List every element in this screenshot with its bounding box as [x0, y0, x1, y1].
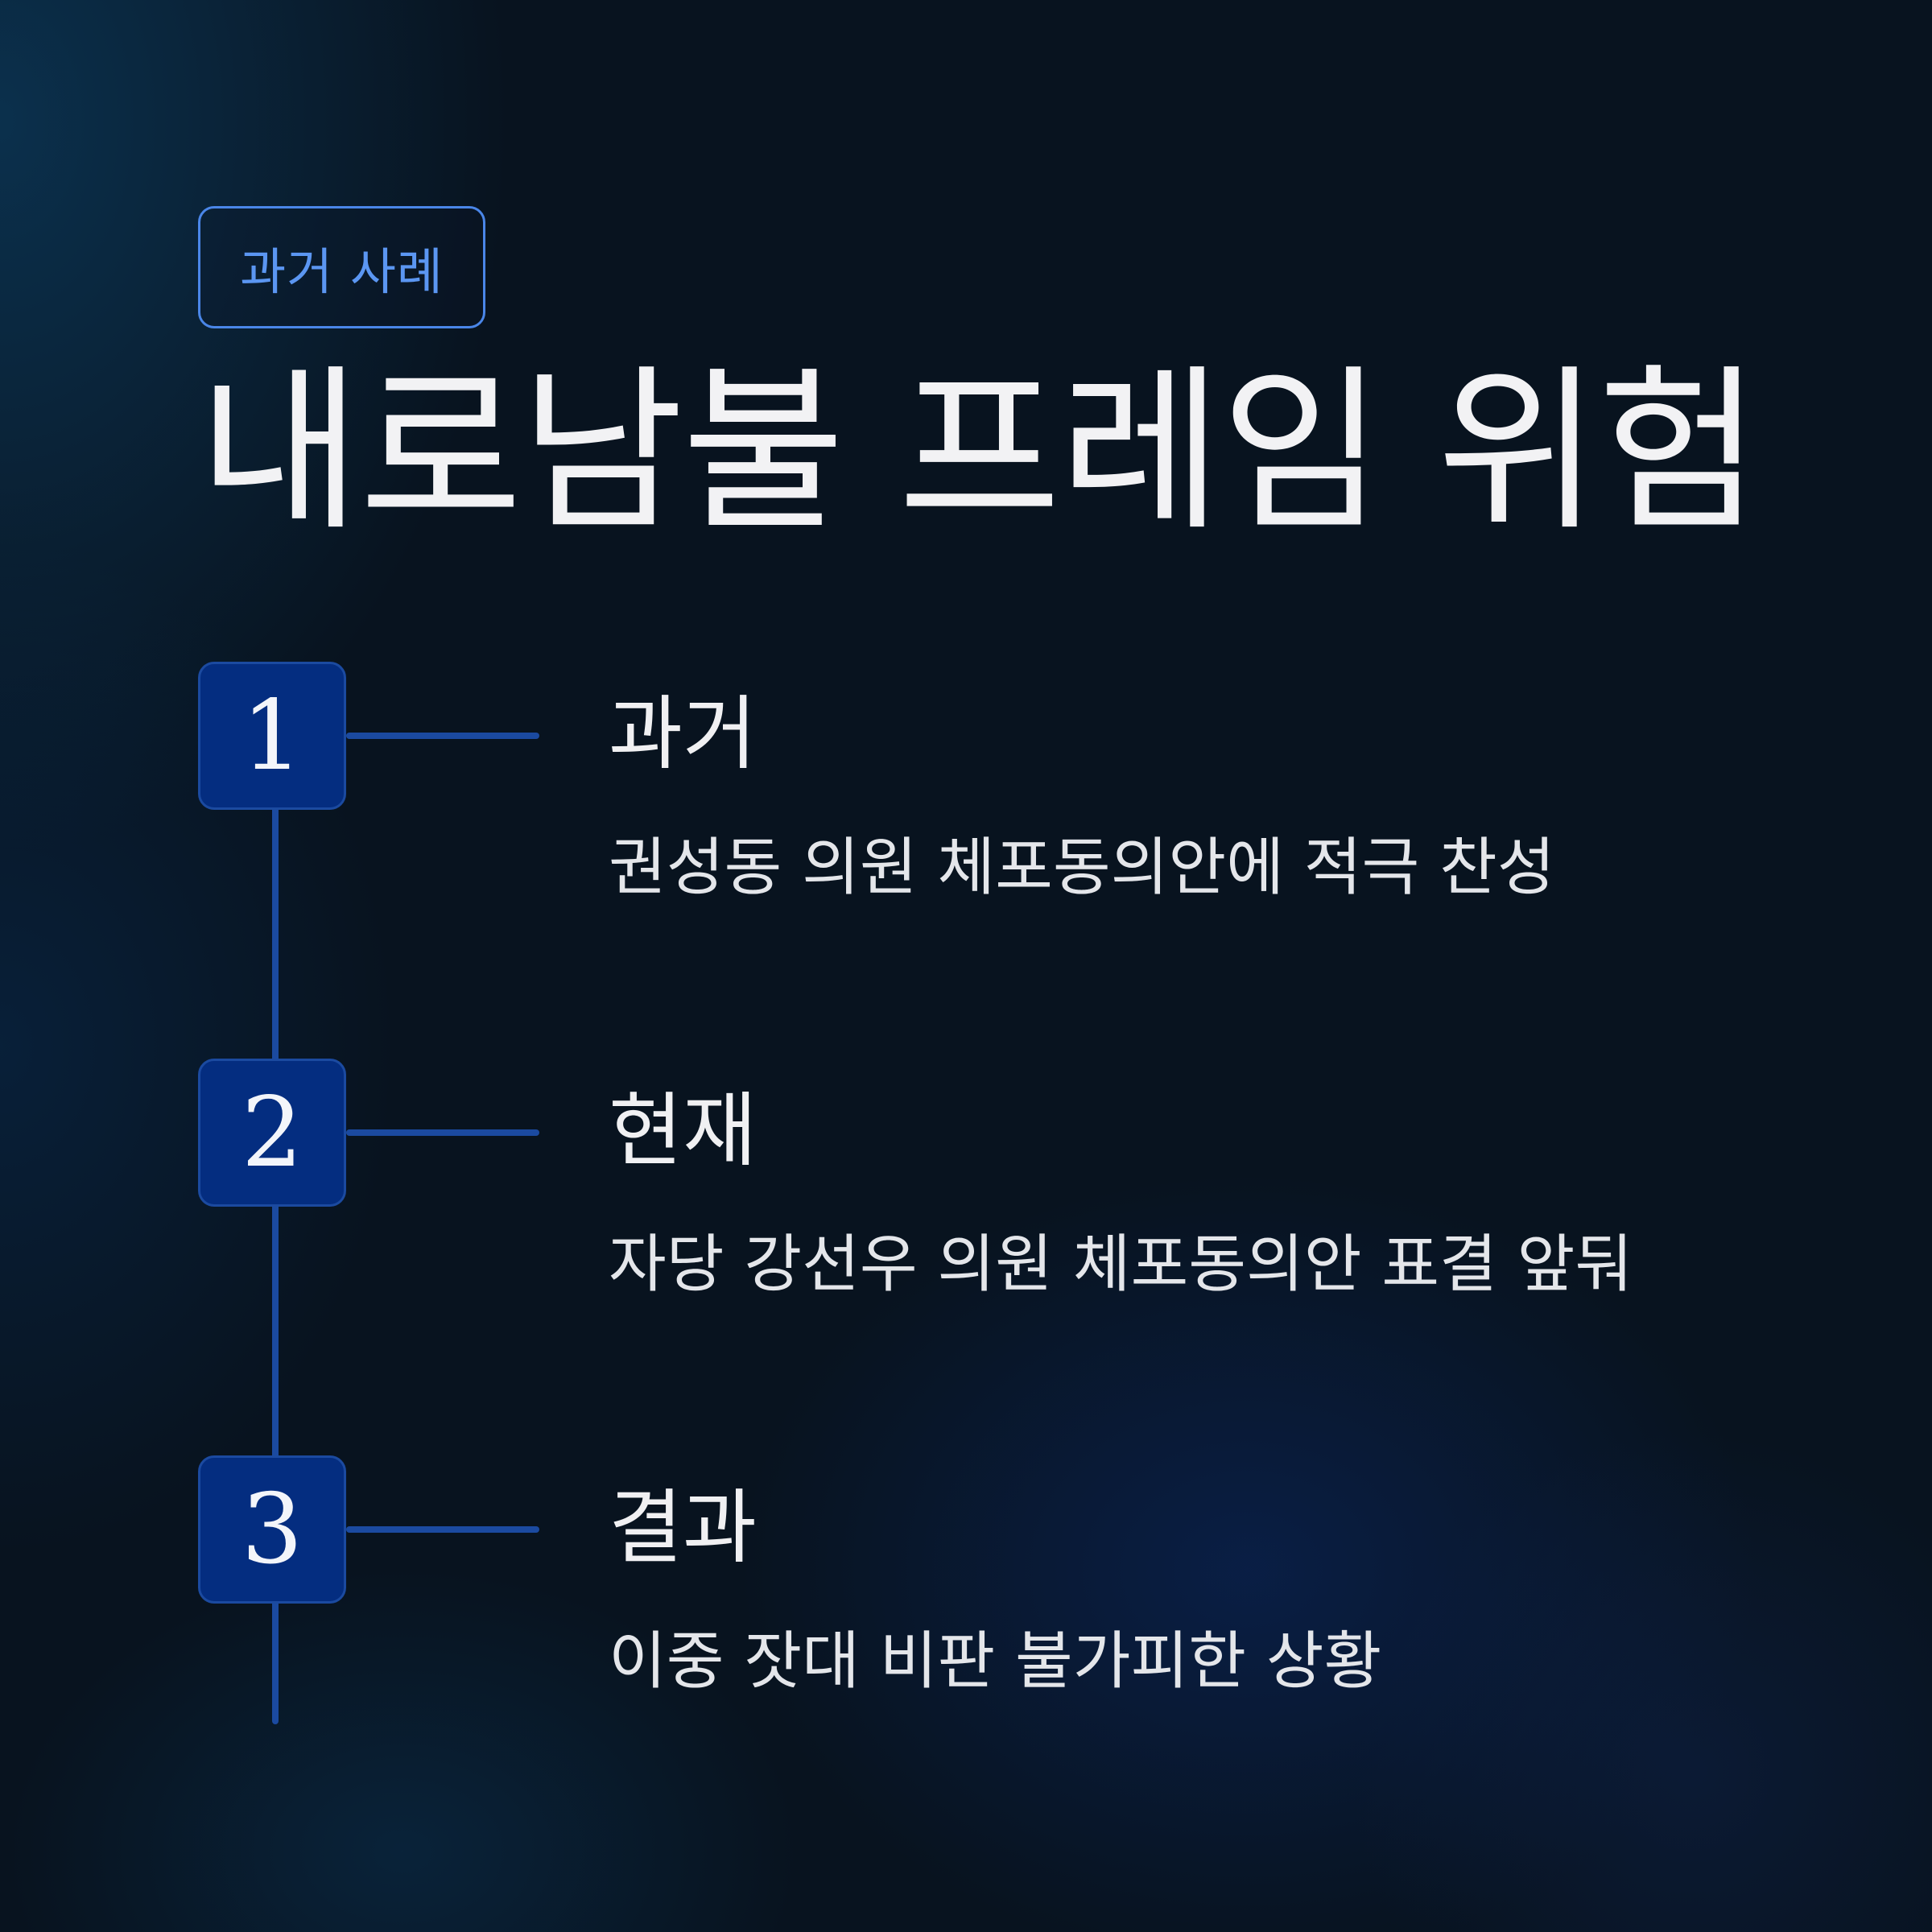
- step-number: 3: [241, 1473, 303, 1586]
- timeline-line: [272, 741, 279, 1724]
- step-number-badge: 1: [198, 662, 346, 810]
- step-description: 이중 잣대 비판 불가피한 상황: [609, 1625, 1382, 1698]
- step-description: 권성동 의원 체포동의안에 적극 찬성: [609, 832, 1555, 904]
- category-tag: 과거 사례: [198, 206, 485, 328]
- step-label: 현재: [609, 1084, 757, 1178]
- step-number: 2: [241, 1076, 303, 1189]
- step-number: 1: [241, 679, 303, 792]
- timeline-step-past: 1 과거 권성동 의원 체포동의안에 적극 찬성: [198, 662, 1728, 1000]
- step-number-badge: 2: [198, 1059, 346, 1207]
- step-label: 결과: [609, 1480, 757, 1575]
- step-connector: [346, 733, 539, 739]
- step-label: 과거: [609, 687, 757, 781]
- page-title: 내로남불 프레임 위험: [198, 349, 1761, 555]
- step-number-badge: 3: [198, 1455, 346, 1604]
- step-connector: [346, 1526, 539, 1533]
- timeline-step-result: 3 결과 이중 잣대 비판 불가피한 상황: [198, 1455, 1728, 1794]
- category-tag-label: 과거 사례: [240, 242, 444, 301]
- step-description: 자당 강선우 의원 체포동의안 표결 앞둬: [609, 1228, 1633, 1301]
- timeline-step-present: 2 현재 자당 강선우 의원 체포동의안 표결 앞둬: [198, 1059, 1728, 1397]
- step-connector: [346, 1129, 539, 1136]
